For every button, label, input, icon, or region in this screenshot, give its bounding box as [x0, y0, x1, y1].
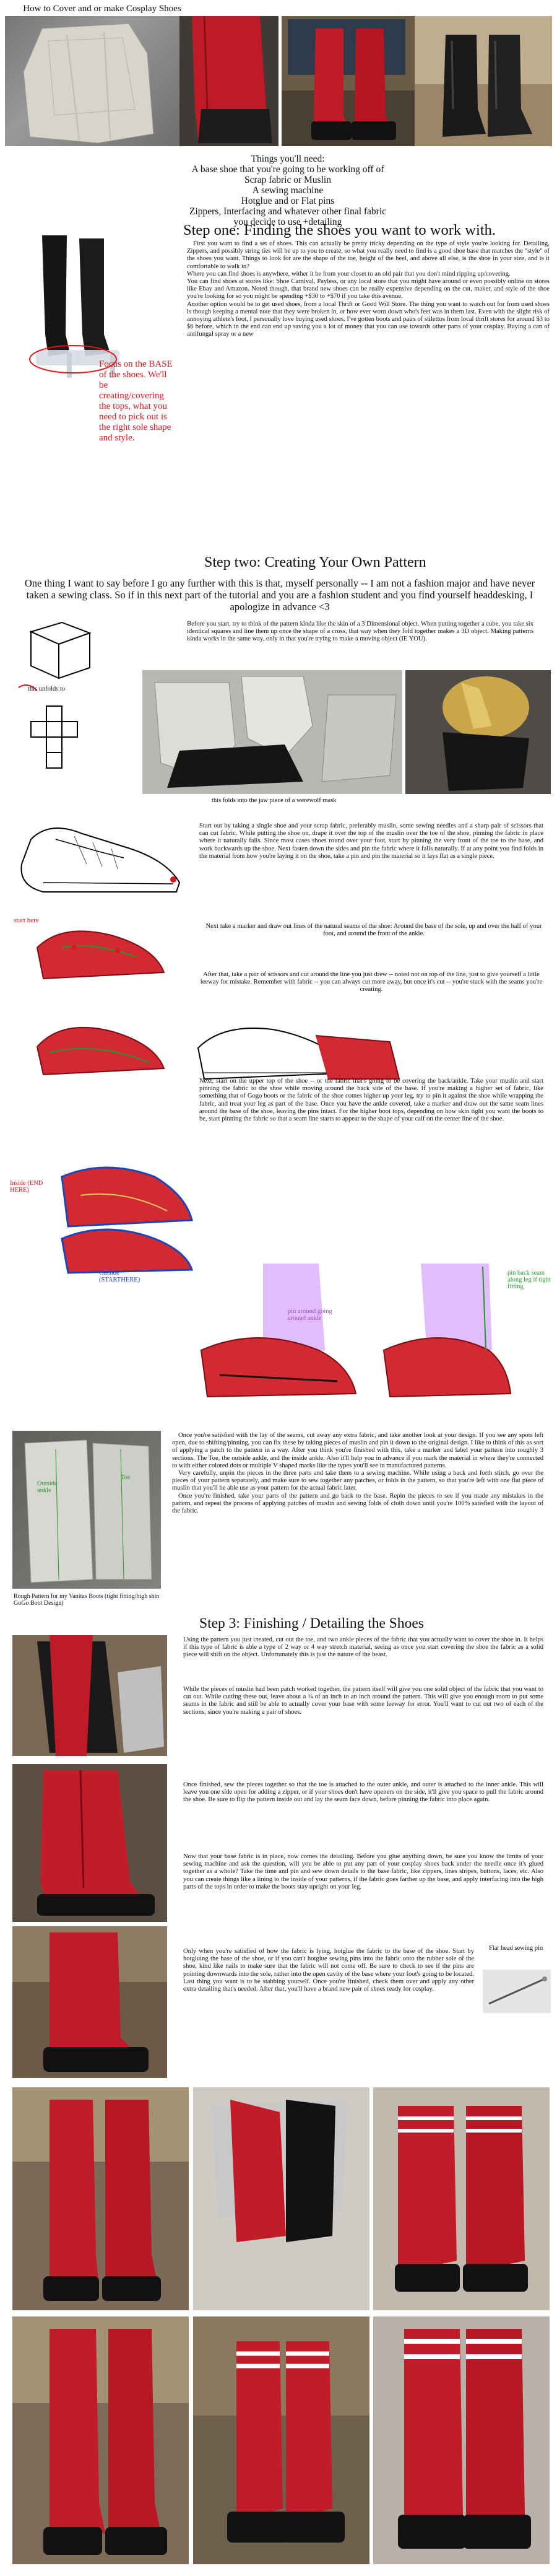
only-paragraph: Only when you're satisfied of how the fa…: [183, 1948, 474, 1993]
final-boots-image-3: [395, 2106, 528, 2292]
focus-note: Focus on the BASE of the shoes. We'll be…: [99, 359, 173, 443]
satisfied-paragraph: Once you're satisfied with the lay of th…: [172, 1432, 543, 1469]
start-paragraph: Start out by taking a single shoe and yo…: [199, 823, 543, 860]
fabric-cut-photo: [12, 1635, 167, 1756]
boot-detail-image: [12, 1926, 167, 2072]
list-item: Hotglue and or Flat pins: [241, 196, 335, 206]
red-toe-diagram: [36, 930, 165, 980]
red-boot-closeup-photo: [179, 16, 278, 146]
things-needed-heading: Things you'll need:: [251, 154, 325, 164]
boot-detail-photo: [12, 1926, 167, 2078]
flat-pin-image: [488, 1976, 547, 2005]
werewolf-mask-image: [443, 676, 529, 791]
platform-heels-photo: [11, 229, 141, 384]
final-boots-photo-3: [373, 2087, 550, 2310]
muslin-paragraph: While the pieces of muslin had been patc…: [183, 1686, 543, 1716]
page-title: How to Cover and or make Cosplay Shoes: [23, 4, 181, 14]
satisfied-body: Once you're satisfied with the lay of th…: [172, 1432, 543, 1515]
ankle-wrap-diagram: [200, 1264, 357, 1398]
final-boots-image-5: [193, 2316, 369, 2543]
pin-around-label: pin around going around ankle: [288, 1308, 332, 1322]
mask-pattern-photo: [142, 670, 402, 794]
carefully-paragraph: Very carefully, unpin the pieces in the …: [172, 1470, 543, 1492]
start-here-label: start here: [14, 917, 39, 924]
final-boots-photo-6: [373, 2316, 550, 2564]
finished-paragraph: Once you're finished, take your parts of…: [172, 1492, 543, 1515]
shoe-upper-diagram: [197, 1028, 400, 1080]
list-item: A base shoe that you're going to be work…: [191, 164, 384, 175]
boots-pair-image: [282, 16, 415, 140]
sewn-boot-photo: [12, 1764, 167, 1922]
final-boots-image-4: [12, 2316, 189, 2555]
final-boots-image-2: [193, 2087, 369, 2310]
using-paragraph: Using the pattern you just created, cut …: [183, 1636, 543, 1659]
step2-heading: Step two: Creating Your Own Pattern: [204, 554, 426, 570]
sewn-boot-image: [37, 1770, 155, 1916]
list-item: Scrap fabric or Muslin: [244, 175, 331, 185]
outside-ankle-label: Outside ankle: [37, 1480, 58, 1494]
rough-pattern-image: [24, 1439, 152, 1583]
step1-body: First you want to find a set of shoes. T…: [187, 240, 550, 339]
list-item: A sewing machine: [252, 185, 324, 196]
step1-paragraph: Where you can find shoes is anywhere, wi…: [187, 270, 511, 277]
step3-heading: Step 3: Finishing / Detailing the Shoes: [199, 1615, 424, 1631]
muslin-drape-image: [23, 23, 154, 144]
rough-pattern-caption: Rough Pattern for my Vanitas Boots (tigh…: [14, 1593, 160, 1607]
outside-label: Outside (STARTHERE): [99, 1270, 140, 1283]
flat-pin-photo: [483, 1970, 551, 2013]
step1-paragraph: You can find shoes at stores like: Shoe …: [187, 278, 550, 300]
final-boots-photo-2: [193, 2087, 369, 2310]
step2-intro: One thing I want to say before I go any …: [24, 577, 535, 613]
mask-pattern-image: [154, 676, 397, 788]
cube-diagram: [18, 621, 92, 769]
step1-heading: Step one: Finding the shoes you want to …: [183, 222, 496, 238]
red-toe-cut-diagram: [36, 1026, 165, 1076]
final-boots-photo-5: [193, 2316, 369, 2564]
mask-caption: this folds into the jaw piece of a werew…: [212, 797, 337, 804]
step1-paragraph: Another option would be to get used shoe…: [187, 300, 550, 338]
black-boots-photo: [415, 16, 552, 146]
inside-outside-diagram: [61, 1166, 194, 1274]
werewolf-mask-photo: [405, 670, 551, 794]
list-item: Zippers, Interfacing and whatever other …: [189, 206, 387, 227]
step1-paragraph: First you want to find a set of shoes. T…: [187, 240, 550, 270]
final-boots-image-1: [12, 2087, 189, 2301]
rough-pattern-photo: [12, 1431, 161, 1589]
base-paragraph: Now that your base fabric is in place, n…: [183, 1853, 543, 1890]
inside-label: Inside (END HERE): [10, 1180, 43, 1194]
fabric-cut-image: [12, 1635, 167, 1756]
black-boots-image: [415, 16, 552, 137]
cube-caption: this unfolds to: [28, 686, 66, 692]
boots-pair-photo: [282, 16, 415, 146]
platform-heels-image: [29, 235, 119, 378]
things-needed-list: Things you'll need: A base shoe that you…: [186, 154, 390, 227]
red-boot-image: [179, 16, 278, 146]
cube-paragraph: Before you start, try to think of the pa…: [187, 621, 533, 643]
finished-step3-paragraph: Once finished, sew the pieces together s…: [183, 1781, 543, 1804]
muslin-pattern-photo: [5, 16, 179, 146]
marker-paragraph: Next take a marker and draw out lines of…: [205, 923, 542, 938]
shoe-sketch: [20, 827, 181, 893]
final-boots-photo-1: [12, 2087, 189, 2310]
cut-paragraph: After that, take a pair of scissors and …: [200, 971, 543, 993]
final-boots-image-6: [398, 2329, 531, 2549]
pin-back-label: pin back seam along leg if tight fitting: [507, 1270, 551, 1290]
back-seam-diagram: [382, 1264, 512, 1398]
upper-paragraph: Next, start on the upper top of the shoe…: [199, 1078, 543, 1123]
final-boots-photo-4: [12, 2316, 189, 2564]
flat-pin-label: Flat head sewing pin: [489, 1945, 543, 1952]
toe-label: Toe: [121, 1474, 131, 1481]
